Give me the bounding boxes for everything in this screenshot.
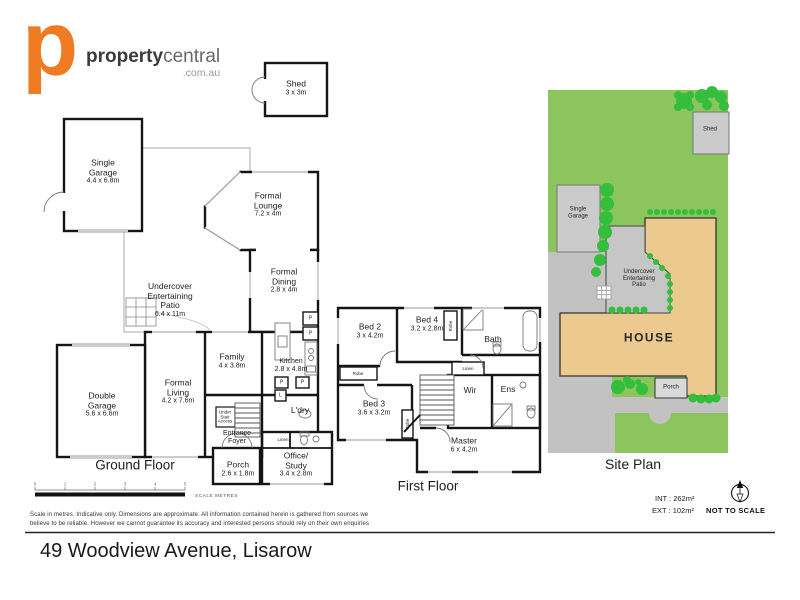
bath-fixtures (462, 308, 538, 427)
scale-tick-0: 0 (34, 482, 37, 487)
logo-p-mark: p (22, 0, 79, 95)
site-porch (654, 377, 688, 399)
site-shed (692, 111, 730, 155)
kitchen-bench (274, 322, 320, 445)
porch-room (211, 446, 262, 486)
scale-tick-4: 4 (154, 482, 157, 487)
linen-box-first (451, 361, 485, 376)
disclaimer-line-1: Scale in metres. Indicative only. Dimens… (30, 512, 369, 518)
interior-walls (203, 332, 318, 457)
scale-tick-3: 3 (124, 482, 127, 487)
site-spa-grid (596, 285, 612, 300)
double-garage-room (55, 343, 147, 459)
site-path-curve (649, 402, 671, 424)
under-stair-box (215, 406, 236, 428)
closet-boxes (274, 311, 319, 402)
site-bushes (591, 86, 729, 404)
scale-tick-5: 5 (184, 482, 187, 487)
ground-stairs (234, 402, 261, 438)
property-address: 49 Woodview Avenue, Lisarow (40, 540, 312, 562)
first-floor-plan (336, 306, 542, 474)
robe-box-bed4 (443, 310, 458, 341)
caption-site-plan: Site Plan (604, 456, 662, 472)
logo-brand-light: central (163, 46, 221, 67)
single-garage-room (62, 117, 144, 233)
not-to-scale-label: NOT TO SCALE (706, 506, 766, 515)
internal-area: INT : 262m² (655, 494, 695, 503)
external-area: EXT : 102m² (652, 506, 694, 515)
first-floor-stairs (403, 374, 455, 433)
caption-ground-floor: Ground Floor (95, 457, 175, 473)
compass-icon (730, 480, 750, 503)
scale-tick-1: 1 (64, 482, 67, 487)
scale-tick-2: 2 (94, 482, 97, 487)
scale-bar: 0 1 2 3 4 5 SCALE METRES (34, 482, 238, 500)
windows-ground (70, 170, 324, 486)
door-arcs-first (363, 350, 484, 443)
caption-first-floor: First Floor (397, 478, 459, 494)
door-arcs-ground (43, 76, 266, 449)
patio-stairs (125, 297, 211, 331)
property-central-logo: p propertycentral .com.au (22, 0, 222, 96)
site-single-garage (556, 184, 601, 253)
robe-box-bed2 (339, 366, 378, 381)
logo-text: propertycentral .com.au (86, 46, 220, 79)
logo-domain: .com.au (182, 67, 221, 79)
robe-box-bed3 (401, 409, 414, 439)
disclaimer-line-2: believe to be reliable. However we canno… (30, 521, 370, 527)
site-plan-drawing (548, 86, 730, 453)
office-room (260, 430, 334, 486)
windows-first (336, 306, 542, 474)
scale-metres-label: SCALE METRES (195, 493, 238, 499)
shed-room (263, 61, 329, 118)
logo-brand-bold: property (86, 46, 164, 67)
ground-floor-plan (43, 61, 334, 486)
